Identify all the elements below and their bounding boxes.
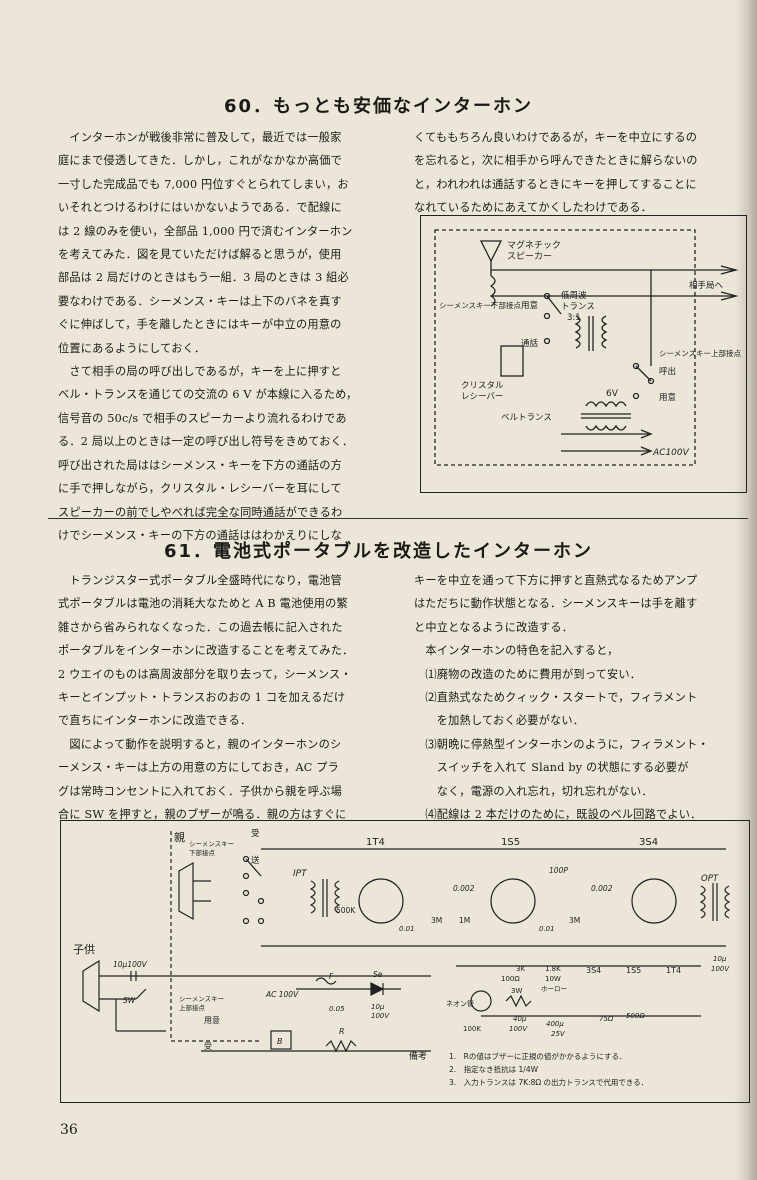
section-61-left-text: トランジスター式ポータブル全盛時代になり，電池管 式ポータブルは電池の消耗大なた… <box>58 574 354 822</box>
label-tube-1s5: 1S5 <box>501 837 520 848</box>
label-sou: 送 <box>251 855 260 866</box>
label-upper-contact-b: 上部接点 <box>179 1003 206 1012</box>
label-c40u: 40μ <box>513 1015 527 1023</box>
label-oya: 親 <box>174 831 185 844</box>
label-heater-1s5: 1S5 <box>626 966 641 975</box>
label-r500: 500Ω <box>626 1012 645 1020</box>
label-r3m2: 3M <box>569 916 580 925</box>
label-r3k: 3K <box>516 965 525 973</box>
section-60-left-text: インターホンが戦後非常に普及して，最近では一般家 庭にまで侵透してきた．しかし，… <box>58 131 358 542</box>
label-opt: OPT <box>701 874 719 884</box>
label-yoi: 用意 <box>521 300 538 311</box>
label-c005: 0.05 <box>329 1005 345 1013</box>
label-cap10u: 10μ100V <box>113 960 148 969</box>
label-lower-contact-a: シーメンスキー <box>189 840 234 848</box>
label-c100p: 100P <box>549 866 568 875</box>
section-61-right-text: キーを中立を通って下方に押すと直熱式なるためアンプ はただちに動作状態となる．シ… <box>414 574 709 822</box>
label-uke: 受 <box>251 828 260 839</box>
label-c100v-out: 100V <box>711 965 730 973</box>
section-60-title: 60．もっとも安価なインターホン <box>223 96 534 117</box>
label-c10u-out: 10μ <box>713 955 727 963</box>
intercom-diagram: マグネチック スピーカー 相手局へ シーメンスキー下部接点 用意 通話 低周波 … <box>434 229 742 466</box>
note-3: 3. 入力トランスは 7K:8Ω の出力トランスで代用できる． <box>449 1077 648 1087</box>
label-ac100: AC100V <box>652 448 690 458</box>
label-r75: 75Ω <box>599 1015 614 1023</box>
label-w10: 10W <box>545 975 561 983</box>
label-r3m: 3M <box>431 916 442 925</box>
label-bell-trans: ベルトランス <box>501 413 552 423</box>
label-lower-contact: シーメンスキー下部接点 <box>439 300 522 310</box>
label-heater-3s4: 3S4 <box>586 966 601 975</box>
label-upper-contact-a: シーメンスキー <box>179 995 224 1003</box>
label-b: B <box>277 1037 283 1046</box>
label-neon: ネオン管 <box>446 999 474 1008</box>
label-c10u: 10μ <box>371 1003 385 1011</box>
label-c100v: 100V <box>371 1012 390 1020</box>
label-c002b: 0.002 <box>591 884 613 893</box>
label-c01b: 0.01 <box>539 925 555 933</box>
page-binding-shadow <box>735 0 757 1180</box>
label-c40v: 100V <box>509 1025 528 1033</box>
label-receiver: レシーバー <box>461 392 503 402</box>
note-2: 2. 指定なき抵抗は 1/4W <box>449 1064 539 1074</box>
label-c002a: 0.002 <box>453 884 475 893</box>
label-ac100: AC 100V <box>265 990 299 999</box>
label-ipt: IPT <box>293 869 308 879</box>
label-uke2: 受 <box>204 1041 212 1051</box>
label-c01a: 0.01 <box>399 925 415 933</box>
label-upper-contact: シーメンスキー上部接点 <box>659 348 742 358</box>
note-1: 1. Rの値はブザーに正規の値がかかるようにする． <box>449 1051 626 1061</box>
label-sw: SW <box>123 996 136 1005</box>
label-tube-3s4: 3S4 <box>639 837 658 848</box>
label-yobidashi: 呼出 <box>659 366 676 377</box>
label-yoi2: 用意 <box>659 392 676 403</box>
label-r: R <box>339 1027 345 1036</box>
label-se: Se <box>373 970 383 979</box>
schematic-box: 親 子供 受 送 シーメンスキー 下部接点 シーメンスキー 上部接点 用意 受 … <box>60 820 750 1103</box>
label-r100: 100Ω <box>501 975 520 983</box>
label-tsuwa: 通話 <box>521 338 539 349</box>
label-tube-1t4: 1T4 <box>366 837 385 848</box>
label-lower-contact-b: 下部接点 <box>189 848 216 857</box>
intercom-diagram-box: マグネチック スピーカー 相手局へ シーメンスキー下部接点 用意 通話 低周波 … <box>420 215 747 493</box>
label-r500k: 500K <box>336 906 356 915</box>
section-60-right-text: くてももちろん良いわけであるが，キーを中立にするの を忘れると，次に相手から呼ん… <box>414 131 698 215</box>
label-c25v: 25V <box>551 1030 566 1038</box>
section-divider <box>48 518 748 519</box>
label-r18k: 1.8K <box>545 965 561 973</box>
label-horo: ホーロー <box>541 985 567 993</box>
label-low-freq: 低周波 <box>561 290 587 301</box>
label-f: F <box>329 972 334 981</box>
schematic-diagram: 親 子供 受 送 シーメンスキー 下部接点 シーメンスキー 上部接点 用意 受 … <box>73 828 730 1087</box>
section-61-title: 61．電池式ポータブルを改造したインターホン <box>163 541 594 562</box>
label-trans: トランス <box>561 302 595 312</box>
label-speaker: スピーカー <box>507 251 552 262</box>
label-to-other: 相手局へ <box>689 280 724 291</box>
label-ratio: 3:1 <box>567 313 581 323</box>
label-magnetic: マグネチック <box>507 239 561 251</box>
label-r100k: 100K <box>463 1025 481 1033</box>
page-number: 36 <box>60 1122 78 1138</box>
label-heater-1t4: 1T4 <box>666 966 681 975</box>
label-r1m: 1M <box>459 916 470 925</box>
label-w3: 3W <box>511 987 522 995</box>
label-yoi: 用意 <box>204 1015 220 1025</box>
label-kodomo: 子供 <box>73 942 95 956</box>
label-crystal: クリスタル <box>461 381 504 391</box>
label-6v: 6V <box>606 389 619 399</box>
label-remarks: 備考 <box>409 1050 427 1062</box>
label-c400u: 400μ <box>546 1020 564 1028</box>
